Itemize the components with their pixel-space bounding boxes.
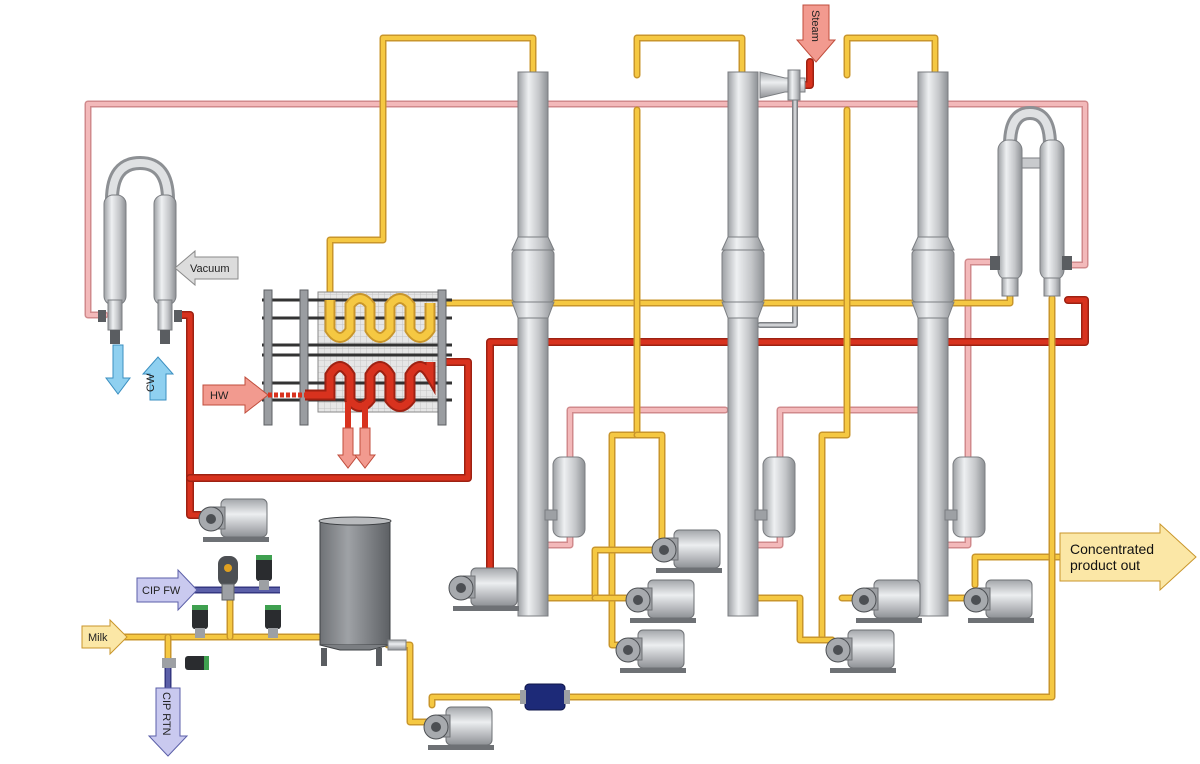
cooling-water-out-arrow [105,344,131,395]
hw-label: HW [210,390,229,402]
pump-hot-water[interactable] [198,498,269,542]
evaporator-column-2 [721,71,765,617]
product-out-label-line2: product out [1070,557,1140,573]
hot-water-in-arrow: HW [202,375,310,415]
cw-label: CW [145,373,157,392]
vacuum-label: Vacuum [190,263,230,275]
valve-cip-return[interactable] [162,656,209,670]
vacuum-arrow: Vacuum [174,249,239,287]
valve-cluster [162,555,281,670]
balance-tank [318,516,407,666]
pump-stage-1c[interactable] [615,629,686,673]
plate-heat-exchanger [262,289,452,428]
pump-stage-1a[interactable] [651,529,722,573]
pump-stage-2a[interactable] [851,579,922,623]
valve-mid-right[interactable] [265,605,281,638]
milk-in-arrow: Milk [81,618,128,656]
evaporator-column-1 [511,71,555,617]
cip-fw-label: CIP FW [142,585,181,597]
condenser-left [98,155,182,344]
inline-filter [520,683,570,711]
pump-stage-2b[interactable] [825,629,896,673]
steam-hot-water-pipes [176,58,1089,589]
condenser-right [990,105,1072,297]
valve-mid-left[interactable] [192,605,208,638]
pump-product-feed[interactable] [448,567,519,611]
separator-2 [754,456,796,538]
pumps [198,498,1034,750]
mixing-valve[interactable] [218,556,238,601]
separator-1 [544,456,586,538]
cip-rtn-arrow: CIP RTN [147,687,189,757]
steam-in-arrow: Steam [795,4,837,63]
pump-stage-1b[interactable] [625,579,696,623]
hot-water-out-arrows [336,427,377,469]
cooling-water-in-arrow: CW [141,356,175,401]
product-out-arrow: Concentrated product out [1059,522,1197,592]
product-pipes [116,34,1069,726]
milk-label: Milk [88,632,108,644]
evaporator-column-3 [911,71,955,617]
cip-rtn-label: CIP RTN [160,692,172,736]
thermocompressor [759,69,806,101]
steam-label: Steam [809,10,821,42]
valve-top-right[interactable] [256,555,272,590]
pump-feed[interactable] [423,706,494,750]
product-out-label-line1: Concentrated [1070,541,1154,557]
separator-3 [944,456,986,538]
pump-product-out[interactable] [963,579,1034,623]
cip-fw-arrow: CIP FW [136,568,198,612]
